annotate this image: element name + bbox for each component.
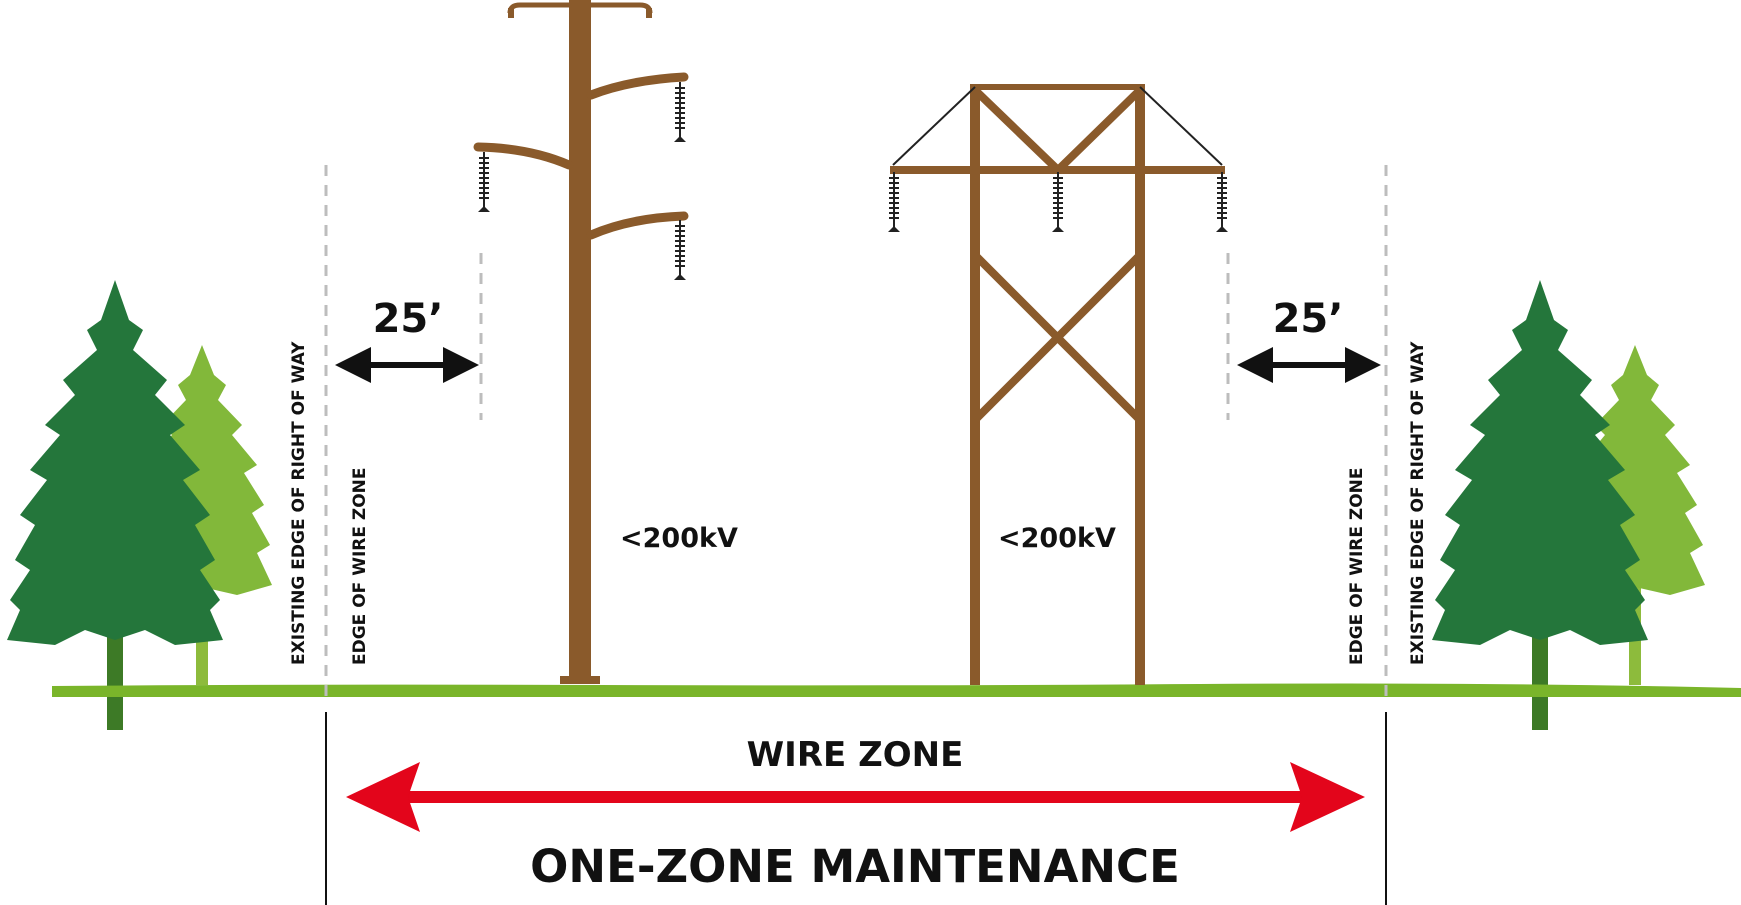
- right-distance-label: 25’: [1273, 296, 1344, 342]
- pole-voltage-label: <200kV: [620, 523, 738, 554]
- left-distance-label: 25’: [373, 296, 444, 342]
- insulator-icon: [673, 81, 687, 143]
- single-pole-structure-icon: [473, 0, 689, 684]
- insulator-icon: [1051, 171, 1065, 233]
- right-row-edge-label: EXISTING EDGE OF RIGHT OF WAY: [1408, 341, 1428, 665]
- left-row-edge-label: EXISTING EDGE OF RIGHT OF WAY: [289, 341, 309, 665]
- right-of-way-guides: [324, 165, 1388, 700]
- ground-line: [52, 683, 1741, 697]
- wire-zone-arrow: [346, 762, 1365, 832]
- tree-icon: [7, 280, 223, 730]
- insulator-icon: [673, 219, 687, 281]
- left-wire-edge-label: EDGE OF WIRE ZONE: [350, 467, 370, 665]
- insulator-icon: [1215, 171, 1229, 233]
- h-frame-structure-icon: [887, 84, 1229, 685]
- right-wire-edge-label: EDGE OF WIRE ZONE: [1347, 467, 1367, 665]
- wire-zone-label: WIRE ZONE: [747, 735, 964, 775]
- hframe-voltage-label: <200kV: [998, 523, 1116, 554]
- insulator-icon: [887, 171, 901, 233]
- maintenance-title: ONE-ZONE MAINTENANCE: [530, 840, 1180, 893]
- insulator-icon: [477, 151, 491, 213]
- tree-icon: [1432, 280, 1648, 730]
